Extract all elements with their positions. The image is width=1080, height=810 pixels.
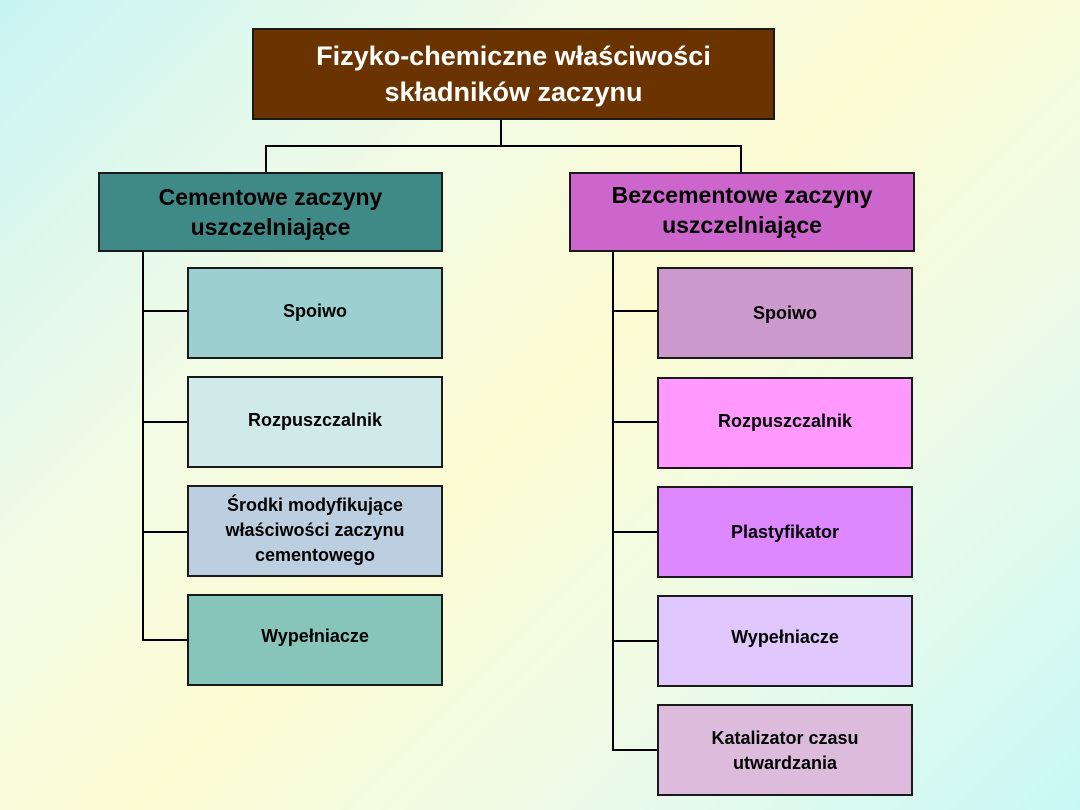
right-tick-1 [612, 310, 658, 312]
left-branch-connector [265, 145, 267, 173]
root-title-line-1: Fizyko-chemiczne właściwości [316, 41, 711, 71]
left-tick-1 [142, 310, 188, 312]
right-item-solvent: Rozpuszczalnik [657, 377, 913, 469]
left-item-solvent-label: Rozpuszczalnik [247, 409, 383, 430]
cement-slurries-node: Cementowe zaczyny uszczelniające [98, 172, 443, 252]
cementless-heading-line-1: Bezcementowe zaczyny [611, 182, 873, 208]
left-item-binder: Spoiwo [187, 267, 443, 359]
right-item-plasticizer-label: Plastyfikator [730, 521, 840, 542]
right-item-binder-label: Spoiwo [753, 302, 817, 323]
left-item-modifiers: Środki modyfikujące właściwości zaczynu … [187, 485, 443, 577]
root-node: Fizyko-chemiczne właściwości składników … [252, 28, 775, 120]
left-item-solvent: Rozpuszczalnik [187, 376, 443, 468]
left-item-modifiers-line-1: Środki modyfikujące [226, 495, 404, 515]
right-item-plasticizer: Plastyfikator [657, 486, 913, 578]
right-item-curing-catalyst-line-2: utwardzania [732, 753, 838, 773]
cementless-heading-line-2: uszczelniające [662, 212, 822, 238]
left-spine [142, 252, 144, 641]
cement-heading-line-1: Cementowe zaczyny [158, 184, 383, 210]
left-tick-2 [142, 421, 188, 423]
right-item-binder: Spoiwo [657, 267, 913, 359]
right-item-fillers: Wypełniacze [657, 595, 913, 687]
left-item-modifiers-line-3: cementowego [254, 545, 375, 565]
right-item-fillers-label: Wypełniacze [731, 627, 839, 647]
right-spine [612, 252, 614, 751]
root-title-line-2: składników zaczynu [384, 77, 643, 107]
right-tick-4 [612, 640, 658, 642]
left-item-fillers: Wypełniacze [187, 594, 443, 686]
right-item-curing-catalyst: Katalizator czasu utwardzania [657, 704, 913, 796]
left-tick-3 [142, 531, 188, 533]
left-tick-4 [142, 639, 188, 641]
right-tick-5 [612, 749, 658, 751]
left-item-fillers-label: Wypełniacze [261, 626, 369, 646]
cementless-slurries-node: Bezcementowe zaczyny uszczelniające [569, 172, 915, 252]
left-item-binder-label: Spoiwo [283, 300, 347, 321]
right-branch-connector [740, 145, 742, 173]
right-item-curing-catalyst-line-1: Katalizator czasu [711, 728, 859, 748]
right-tick-3 [612, 531, 658, 533]
root-connector-vertical [500, 120, 502, 146]
right-item-solvent-label: Rozpuszczalnik [717, 410, 853, 431]
left-item-modifiers-line-2: właściwości zaczynu [225, 520, 405, 540]
right-tick-2 [612, 421, 658, 423]
top-connector-horizontal [265, 145, 742, 147]
cement-heading-line-2: uszczelniające [190, 214, 351, 240]
